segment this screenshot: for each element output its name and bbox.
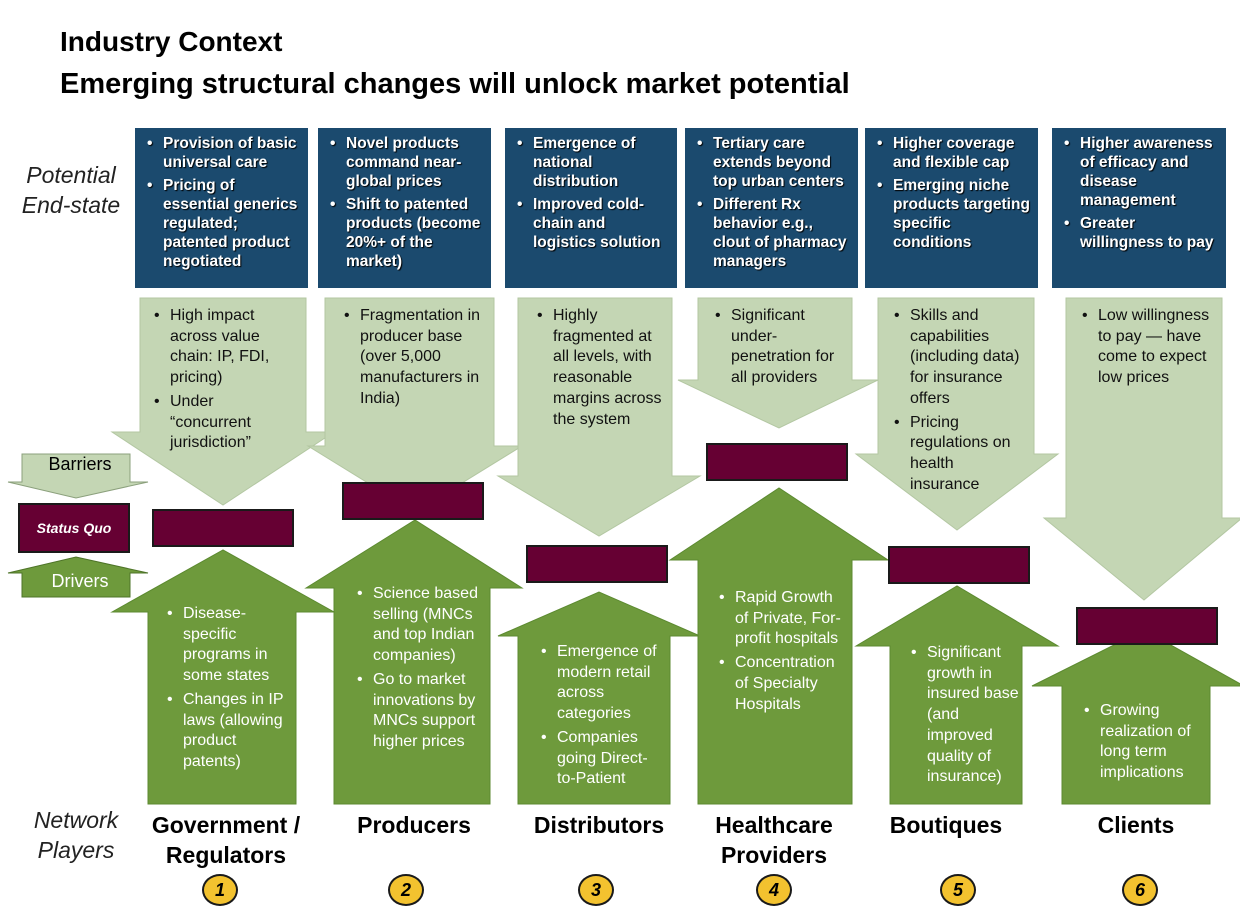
bullet-item: Skills and capabilities (including data)… <box>892 306 1022 410</box>
end-state-box: Tertiary care extends beyond top urban c… <box>685 128 858 288</box>
bullet-item: Low willingness to pay — have come to ex… <box>1080 306 1210 389</box>
bullet-item: Go to market innovations by MNCs support… <box>355 670 485 753</box>
driver-text: Disease-specific programs in some states… <box>165 604 285 776</box>
barrier-text: Highly fragmented at all levels, with re… <box>535 306 665 433</box>
bullet-item: Science based selling (MNCs and top Indi… <box>355 584 485 667</box>
barriers-legend-arrow <box>7 453 149 499</box>
barriers-legend-label: Barriers <box>48 454 112 474</box>
bullet-item: Tertiary care extends beyond top urban c… <box>691 134 852 191</box>
status-quo-box <box>888 546 1030 584</box>
number-badge: 2 <box>388 874 424 906</box>
status-quo-legend: Status Quo <box>18 503 130 553</box>
bullet-item: Under “concurrent jurisdiction” <box>152 392 282 454</box>
barrier-text: Skills and capabilities (including data)… <box>892 306 1022 498</box>
drivers-legend-arrow <box>7 556 149 598</box>
status-quo-box <box>152 509 294 547</box>
barrier-text: Fragmentation in producer base (over 5,0… <box>342 306 492 413</box>
bullet-item: Provision of basic universal care <box>141 134 302 172</box>
player-label: Producers <box>357 812 471 838</box>
end-state-box: Emergence of national distributionImprov… <box>505 128 677 288</box>
page-title: Industry Context <box>60 26 283 57</box>
bullet-item: Companies going Direct-to-Patient <box>539 728 664 790</box>
bullet-item: Novel products command near-global price… <box>324 134 485 191</box>
network-players-label: Network Players <box>33 807 119 863</box>
drivers-legend-label: Drivers <box>51 571 109 591</box>
status-quo-box <box>342 482 484 520</box>
bullet-item: Emergence of national distribution <box>511 134 671 191</box>
bullet-item: Significant growth in insured base (and … <box>909 643 1019 788</box>
status-quo-box <box>1076 607 1218 645</box>
end-state-label: Potential End-state <box>21 162 121 218</box>
bullet-item: Pricing of essential generics regulated;… <box>141 176 302 271</box>
bullet-item: Highly fragmented at all levels, with re… <box>535 306 665 430</box>
bullet-item: High impact across value chain: IP, FDI,… <box>152 306 282 389</box>
end-state-box: Novel products command near-global price… <box>318 128 491 288</box>
status-quo-box <box>526 545 668 583</box>
driver-text: Emergence of modern retail across catego… <box>539 642 664 793</box>
end-state-box: Higher coverage and flexible capEmerging… <box>865 128 1038 288</box>
player-label: Distributors <box>533 812 665 838</box>
bullet-item: Improved cold-chain and logistics soluti… <box>511 195 671 252</box>
number-badge: 3 <box>578 874 614 906</box>
bullet-item: Different Rx behavior e.g., clout of pha… <box>691 195 852 271</box>
barrier-text: Low willingness to pay — have come to ex… <box>1080 306 1210 392</box>
end-state-box: Provision of basic universal carePricing… <box>135 128 308 288</box>
bullet-item: Concentration of Specialty Hospitals <box>717 653 847 715</box>
bullet-item: Rapid Growth of Private, For-profit hosp… <box>717 588 847 650</box>
status-quo-box <box>706 443 848 481</box>
driver-text: Significant growth in insured base (and … <box>909 643 1019 791</box>
number-badge: 1 <box>202 874 238 906</box>
barrier-text: Significant under-penetration for all pr… <box>713 306 848 392</box>
bullet-item: Pricing regulations on health insurance <box>892 413 1022 496</box>
driver-text: Growing realization of long term implica… <box>1082 701 1202 787</box>
number-badge: 5 <box>940 874 976 906</box>
bullet-item: Significant under-penetration for all pr… <box>713 306 848 389</box>
bullet-item: Disease-specific programs in some states <box>165 604 285 687</box>
number-badge: 4 <box>756 874 792 906</box>
bullet-item: Greater willingness to pay <box>1058 214 1220 252</box>
bullet-item: Fragmentation in producer base (over 5,0… <box>342 306 492 410</box>
bullet-item: Emerging niche products targeting specif… <box>871 176 1032 252</box>
bullet-item: Higher coverage and flexible cap <box>871 134 1032 172</box>
end-state-box: Higher awareness of efficacy and disease… <box>1052 128 1226 288</box>
player-label: Healthcare Providers <box>715 812 833 868</box>
player-label: Boutiques <box>889 812 1003 838</box>
bullet-item: Emergence of modern retail across catego… <box>539 642 664 725</box>
player-label: Clients <box>1097 812 1175 838</box>
driver-text: Science based selling (MNCs and top Indi… <box>355 584 485 756</box>
bullet-item: Changes in IP laws (allowing product pat… <box>165 690 285 773</box>
bullet-item: Growing realization of long term implica… <box>1082 701 1202 784</box>
bullet-item: Higher awareness of efficacy and disease… <box>1058 134 1220 210</box>
bullet-item: Shift to patented products (become 20%+ … <box>324 195 485 271</box>
player-label: Government / Regulators <box>151 812 301 868</box>
barrier-text: High impact across value chain: IP, FDI,… <box>152 306 282 457</box>
number-badge: 6 <box>1122 874 1158 906</box>
page-subtitle: Emerging structural changes will unlock … <box>60 68 850 100</box>
driver-text: Rapid Growth of Private, For-profit hosp… <box>717 588 847 718</box>
